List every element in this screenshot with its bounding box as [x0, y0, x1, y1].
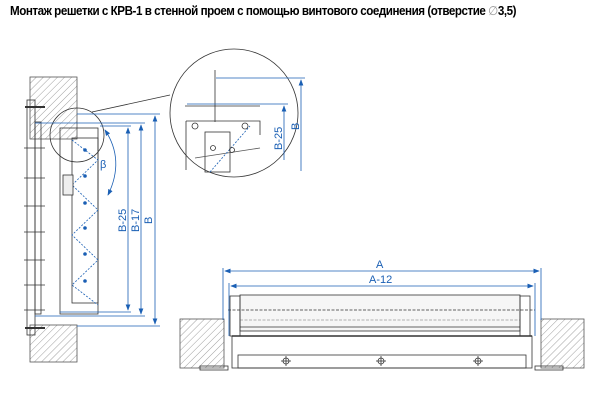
dim-b-side: B [143, 217, 155, 224]
diameter-symbol: ∅ [488, 4, 498, 18]
dim-a: A [376, 259, 384, 271]
front-view [179, 294, 585, 371]
front-dimensions [222, 268, 542, 336]
angle-arc [104, 129, 117, 196]
wall-bottom [29, 324, 78, 363]
diagram-title: Монтаж решетки с КРВ-1 в стенной проем с… [10, 3, 516, 18]
wall-left [179, 318, 225, 369]
side-view [24, 76, 171, 363]
side-dimensions [35, 113, 160, 327]
wall-right [540, 318, 585, 369]
dim-b25-detail: B-25 [273, 127, 285, 150]
title-text: Монтаж решетки с КРВ-1 в стенной проем с… [10, 4, 489, 18]
grille-frame [231, 335, 533, 369]
detail-view [169, 48, 299, 178]
dim-b17-side: B-17 [130, 209, 142, 232]
angle-label: β [100, 159, 106, 171]
dim-a12: A-12 [369, 274, 392, 286]
dim-b-detail: B [290, 123, 302, 130]
detail-callout [49, 107, 105, 163]
dim-b25-side: B-25 [117, 209, 129, 232]
damper-blades-open [71, 139, 99, 306]
damper-pivots [83, 148, 87, 283]
hole-size: 3,5) [497, 4, 517, 18]
damper-body [239, 294, 521, 332]
screw-icons [281, 356, 483, 366]
detail-dimensions [187, 77, 305, 171]
grille-blades [24, 147, 45, 311]
